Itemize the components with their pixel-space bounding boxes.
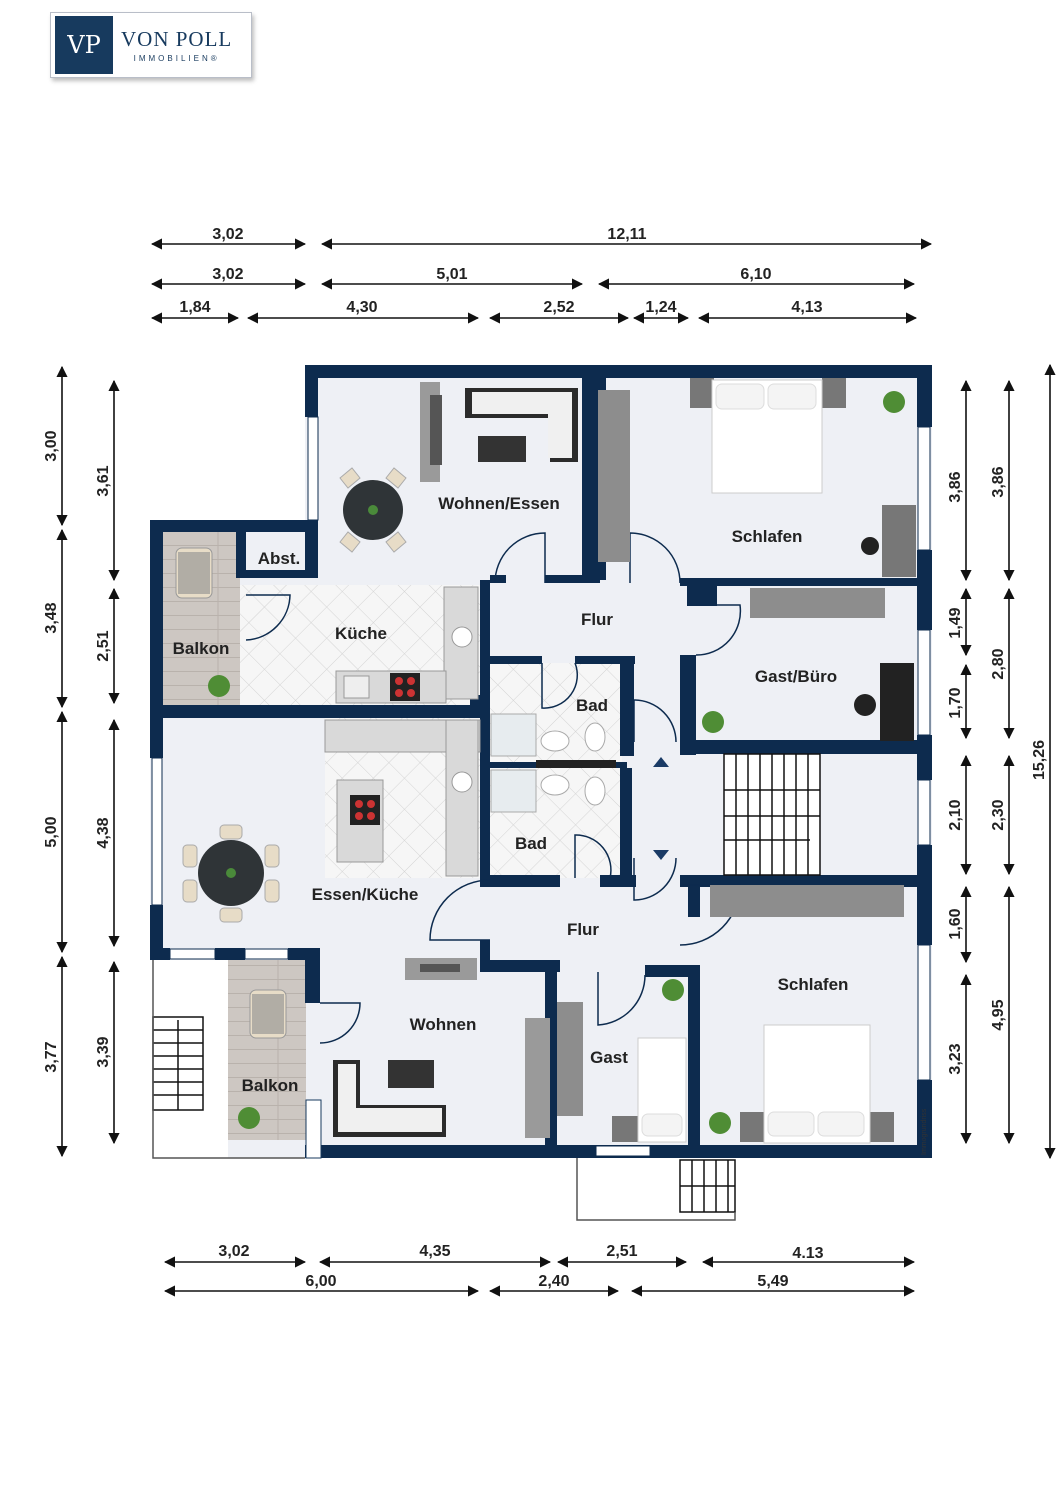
logo-name: VON POLL <box>121 26 233 51</box>
dim-right-inner-3: 2,10 <box>947 799 964 830</box>
dim-top-r3-2: 2,52 <box>543 299 574 316</box>
sink-icon <box>451 626 473 648</box>
bed-schlafen-1 <box>690 378 846 494</box>
stairs <box>152 753 821 1221</box>
desk-gast-buero <box>880 663 914 741</box>
dim-top-r3-1: 4,30 <box>346 299 377 316</box>
dim-right-mid-0: 3,86 <box>990 466 1007 497</box>
stove-icon <box>390 673 420 701</box>
dim-left-inner-0: 3,61 <box>95 465 112 496</box>
label-flur-2: Flur <box>567 920 599 939</box>
dim-top-r3-4: 4,13 <box>791 299 822 316</box>
toilet-2 <box>584 776 606 806</box>
sofa-wohnen <box>333 958 550 1138</box>
dim-top-r1-0: 3,02 <box>212 226 243 243</box>
credit-label: Immogrundriss <box>921 1108 928 1155</box>
dim-right-inner-5: 3,23 <box>947 1043 964 1074</box>
label-kueche: Küche <box>335 624 387 643</box>
dim-right-inner-4: 1,60 <box>947 908 964 939</box>
logo-mark: VP <box>55 16 113 74</box>
dim-right-mid-1: 2,80 <box>990 648 1007 679</box>
wardrobe-3 <box>710 885 904 917</box>
label-gast: Gast <box>590 1048 628 1067</box>
dim-bottom-r1-2: 2,51 <box>606 1243 637 1260</box>
dining-table-1 <box>339 467 407 553</box>
dimension-lines <box>56 238 1056 1297</box>
label-wohnen-essen: Wohnen/Essen <box>438 494 560 513</box>
dim-right-inner-1: 1,49 <box>947 607 964 638</box>
watermark-mark <box>305 1099 322 1159</box>
dim-top-r3-0: 1,84 <box>179 299 210 316</box>
brand-logo: VP VON POLL IMMOBILIEN® <box>50 12 252 78</box>
doors <box>245 532 742 1044</box>
shower-1 <box>490 713 537 757</box>
label-abst: Abst. <box>258 549 301 568</box>
dim-left-outer-2: 5,00 <box>43 816 60 847</box>
desk-schlafen-1 <box>882 505 916 577</box>
wardrobe-2 <box>750 588 885 618</box>
logo-sub: IMMOBILIEN® <box>133 53 220 63</box>
bed-gast <box>612 1037 687 1143</box>
dim-left-inner-3: 3,39 <box>95 1036 112 1067</box>
dim-bottom-r1-1: 4,35 <box>419 1243 450 1260</box>
dim-bottom-r1-3: 4.13 <box>792 1245 823 1262</box>
furniture <box>175 378 916 1159</box>
label-balkon-1: Balkon <box>173 639 230 658</box>
dim-right-mid-3: 4,95 <box>990 999 1007 1030</box>
dim-bottom-r1-0: 3,02 <box>218 1243 249 1260</box>
dim-right-inner-2: 1,70 <box>947 687 964 718</box>
dim-top-r3-3: 1,24 <box>645 299 676 316</box>
wardrobe-1 <box>598 390 630 562</box>
label-wohnen: Wohnen <box>410 1015 477 1034</box>
bed-schlafen-2 <box>740 1024 894 1144</box>
label-bad-1: Bad <box>576 696 608 715</box>
label-schlafen-2: Schlafen <box>778 975 849 994</box>
dim-bottom-r2-2: 5,49 <box>757 1273 788 1290</box>
dim-left-inner-2: 4,38 <box>95 817 112 848</box>
dim-top-r2-0: 3,02 <box>212 266 243 283</box>
dim-left-outer-0: 3,00 <box>43 430 60 461</box>
label-schlafen-1: Schlafen <box>732 527 803 546</box>
dim-right-inner-0: 3,86 <box>947 471 964 502</box>
dining-table-2 <box>182 824 280 923</box>
washbasin-1 <box>540 730 570 752</box>
dim-right-outer-0: 15,26 <box>1031 740 1048 780</box>
counter-essen-kueche-side <box>445 719 479 877</box>
toilet-1 <box>584 722 606 752</box>
label-flur-1: Flur <box>581 610 613 629</box>
windows <box>151 416 931 1157</box>
dim-right-mid-2: 2,30 <box>990 799 1007 830</box>
outside-top-left <box>150 365 305 522</box>
dim-bottom-r2-0: 6,00 <box>305 1273 336 1290</box>
wardrobe-4 <box>557 1002 583 1116</box>
washbasin-2 <box>540 774 570 796</box>
label-essen-kueche: Essen/Küche <box>312 885 419 904</box>
label-gast-buero: Gast/Büro <box>755 667 837 686</box>
room-labels: Wohnen/Essen Schlafen Abst. Küche Balkon… <box>173 494 849 1095</box>
label-bad-2: Bad <box>515 834 547 853</box>
dimension-labels: 3,02 12,11 3,02 5,01 6,10 1,84 4,30 2,52… <box>43 226 1048 1290</box>
walls <box>150 365 932 1158</box>
dim-top-r1-1: 12,11 <box>607 226 646 243</box>
dim-left-outer-1: 3,48 <box>43 602 60 633</box>
dim-top-r2-1: 5,01 <box>436 266 467 283</box>
dim-bottom-r2-1: 2,40 <box>538 1273 569 1290</box>
label-balkon-2: Balkon <box>242 1076 299 1095</box>
sofa-wohnen-essen <box>420 382 578 482</box>
dim-left-inner-1: 2,51 <box>95 630 112 661</box>
dim-left-outer-3: 3,77 <box>43 1041 60 1072</box>
plant-icon <box>208 391 905 1134</box>
shower-2 <box>490 769 537 813</box>
dim-top-r2-2: 6,10 <box>740 266 771 283</box>
